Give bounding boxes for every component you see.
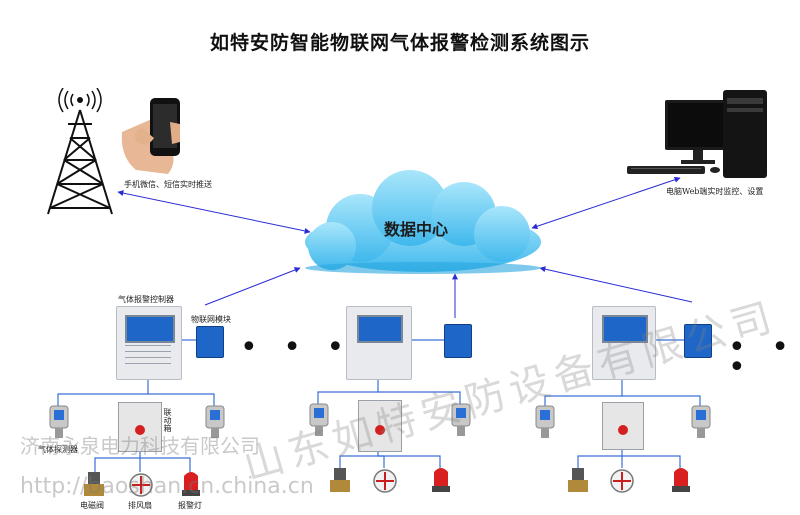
more-ellipsis: • • • <box>728 330 797 385</box>
diagram-title: 如特安防智能物联网气体报警检测系统图示 <box>209 32 590 54</box>
wiring-group-2 <box>317 378 461 468</box>
data-center-label: 数据中心 <box>384 220 449 239</box>
linkage-box-icon <box>118 402 162 452</box>
desktop-computer-icon <box>627 90 767 178</box>
solenoid-valve-icon <box>330 468 350 492</box>
cloud-icon <box>305 170 541 274</box>
iot-module-icon <box>196 326 224 358</box>
wiring-group-3 <box>544 378 701 468</box>
pc-web-label: 电脑Web端实时监控、设置 <box>666 187 764 196</box>
gas-detector-label: 气体探测器 <box>38 445 78 454</box>
linkage-box-label: 联动箱 <box>163 408 172 432</box>
link-module1-cloud <box>204 267 301 306</box>
link-pc-cloud <box>531 176 681 230</box>
smartphone-hand-icon <box>121 98 180 174</box>
mobile-push-label: 手机微信、短信实时推送 <box>124 180 212 189</box>
solenoid-valve-icon <box>568 468 588 492</box>
more-ellipsis: • • • <box>240 330 353 365</box>
wiring-group-1 <box>57 378 215 472</box>
iot-module-label: 物联网模块 <box>191 315 231 324</box>
exhaust-fan-label: 排风扇 <box>128 501 152 510</box>
alarm-light-icon <box>672 468 690 492</box>
alarm-light-icon <box>182 472 200 496</box>
gas-controller-icon <box>592 306 656 380</box>
link-tower-cloud <box>117 190 311 234</box>
gas-controller-icon <box>346 306 412 380</box>
solenoid-valve-icon <box>84 472 104 496</box>
exhaust-fan-icon <box>373 469 397 493</box>
alarm-light-icon <box>432 468 450 492</box>
iot-module-icon <box>444 324 472 358</box>
gas-controller-icon <box>116 306 182 380</box>
gas-detector-icon <box>49 405 69 438</box>
solenoid-valve-label: 电磁阀 <box>80 501 104 510</box>
linkage-box-icon <box>358 400 402 452</box>
gas-controller-label: 气体报警控制器 <box>118 295 174 304</box>
gas-detector-icon <box>451 403 471 436</box>
watermark-url: http://baoshan.cn.china.cn <box>20 474 314 499</box>
gas-detector-icon <box>535 405 555 438</box>
link-module3-cloud <box>539 266 693 303</box>
gas-detector-icon <box>691 405 711 438</box>
gas-detector-icon <box>205 405 225 438</box>
gas-detector-icon <box>309 403 329 436</box>
radio-tower-icon <box>47 88 113 215</box>
exhaust-fan-icon <box>610 469 634 493</box>
watermark-company: 济南永泉电力科技有限公司 <box>20 434 260 458</box>
alarm-light-label: 报警灯 <box>178 501 202 510</box>
exhaust-fan-icon <box>129 473 153 497</box>
linkage-box-icon <box>602 402 644 450</box>
iot-module-icon <box>684 324 712 358</box>
